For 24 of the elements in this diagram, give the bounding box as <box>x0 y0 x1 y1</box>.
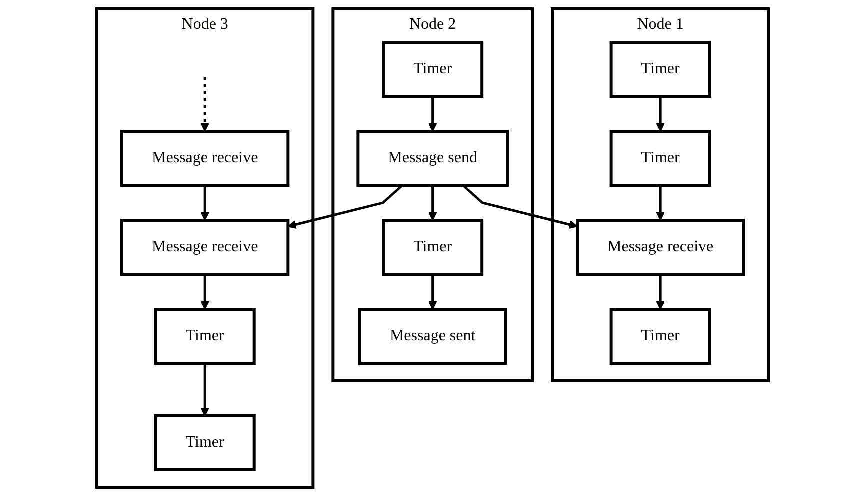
node-box: Message sent <box>358 308 507 365</box>
node-box: Timer <box>382 218 484 276</box>
arrow <box>656 96 665 132</box>
node-box: Timer <box>609 130 711 187</box>
arrow <box>200 363 210 416</box>
arrow <box>287 184 404 229</box>
node-box: Message receive <box>120 130 290 187</box>
node-box: Timer <box>609 40 711 98</box>
node-box: Timer <box>154 308 256 365</box>
arrow <box>428 185 437 221</box>
arrow <box>200 185 210 221</box>
arrow <box>200 274 210 310</box>
node-box: Timer <box>154 414 256 472</box>
arrow <box>200 76 210 132</box>
arrow <box>462 184 578 229</box>
arrow <box>656 274 665 310</box>
node-box: Timer <box>382 40 484 98</box>
node-box: Message receive <box>576 218 745 276</box>
arrow <box>656 185 665 221</box>
node-box: Timer <box>609 308 711 365</box>
arrow <box>428 274 437 310</box>
node-box: Message send <box>356 130 509 187</box>
node-box: Message receive <box>120 218 290 276</box>
arrow <box>428 96 437 132</box>
